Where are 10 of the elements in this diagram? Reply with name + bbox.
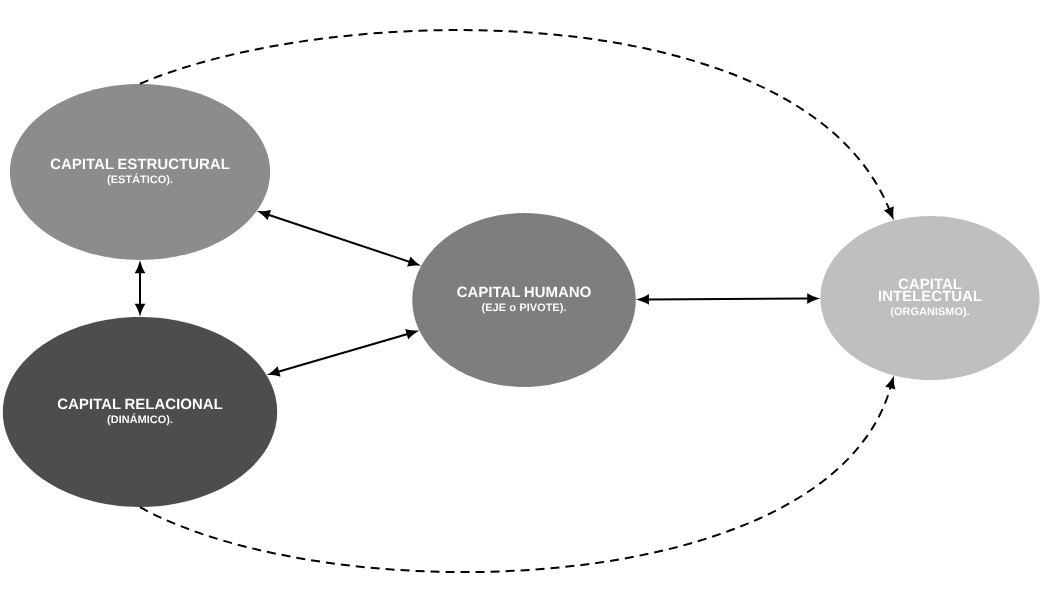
arrow bbox=[638, 293, 818, 304]
ellipse-node: CAPITAL ESTRUCTURAL (ESTÁTICO). bbox=[9, 84, 271, 260]
arrow bbox=[269, 329, 417, 377]
ellipse-node: CAPITAL HUMANO (EJE o PIVOTE). bbox=[412, 213, 636, 387]
arrow bbox=[135, 262, 145, 315]
arrow bbox=[139, 29, 894, 218]
ellipse-node: CAPITAL RELACIONAL (DINÁMICO). bbox=[2, 317, 278, 507]
arrow bbox=[139, 378, 896, 573]
ellipse-node: CAPITAL INTELECTUAL (ORGANISMO). bbox=[820, 216, 1040, 380]
arrow bbox=[259, 210, 419, 267]
